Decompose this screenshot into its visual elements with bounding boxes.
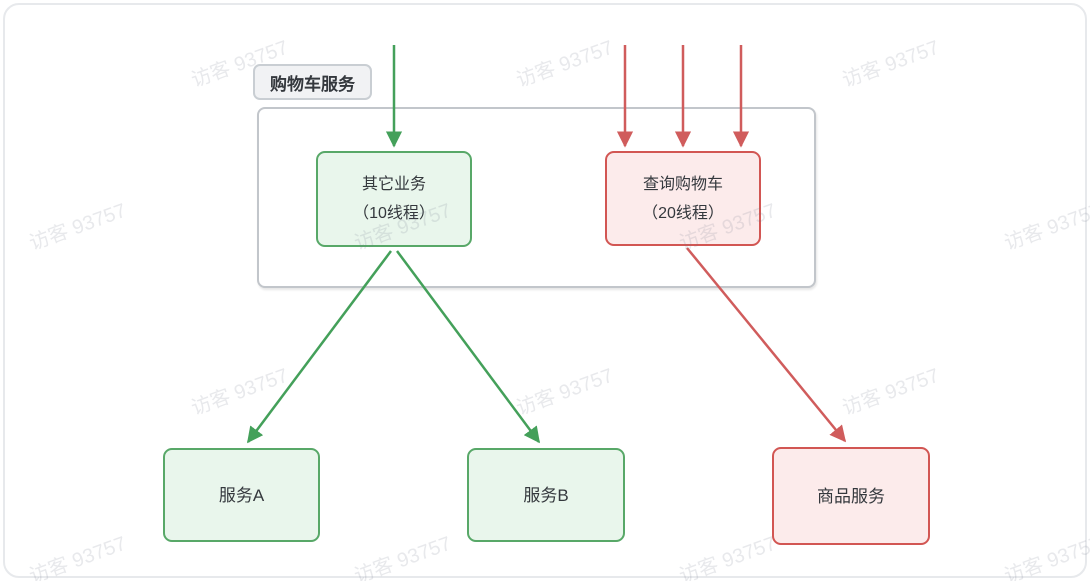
node-product-service-label: 商品服务 (817, 486, 885, 506)
node-other-business-line1: 其它业务 (361, 176, 426, 193)
node-product-service: 商品服务 (772, 447, 930, 545)
node-service-b: 服务B (467, 448, 625, 542)
node-service-a-label: 服务A (218, 485, 265, 505)
node-service-a: 服务A (163, 448, 320, 542)
group-label-shopping-cart-service: 购物车服务 (253, 64, 372, 100)
group-label-text: 购物车服务 (270, 74, 355, 94)
node-service-b-label: 服务B (523, 485, 569, 505)
node-other-business: 其它业务 （10线程） (316, 151, 472, 247)
node-query-cart-line1: 查询购物车 (642, 175, 723, 193)
node-query-cart: 查询购物车 （20线程） (605, 151, 761, 246)
node-query-cart-line2: （20线程） (642, 204, 724, 222)
node-other-business-line2: （10线程） (353, 205, 435, 222)
